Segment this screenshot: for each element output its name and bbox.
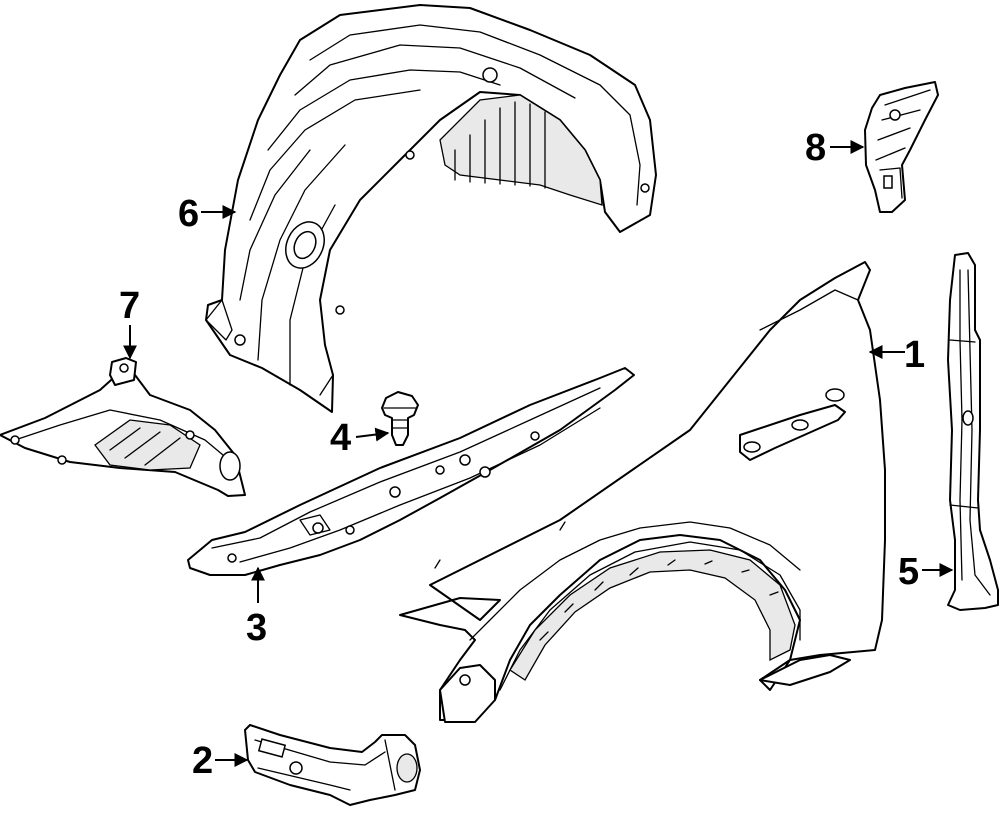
callout-number-6: 6: [178, 193, 199, 235]
callout-number-3: 3: [246, 607, 267, 649]
rail-part-3: [187, 367, 635, 576]
callout-number-8: 8: [805, 127, 826, 169]
bracket-part-2: [244, 724, 421, 806]
callout-number-7: 7: [119, 285, 140, 327]
callout-4-leader: [355, 427, 390, 442]
clip-part-4: [381, 391, 419, 446]
callout-number-1: 1: [904, 334, 925, 376]
bracket-part-7: [0, 357, 246, 497]
seal-strip-part-5: [947, 252, 999, 611]
fender-panel-part-1: [399, 261, 886, 723]
callout-number-2: 2: [192, 740, 213, 782]
bracket-part-8: [864, 81, 939, 213]
callout-number-4: 4: [330, 417, 351, 459]
callout-number-5: 5: [898, 551, 919, 593]
fender-liner-part-6: [205, 4, 657, 413]
